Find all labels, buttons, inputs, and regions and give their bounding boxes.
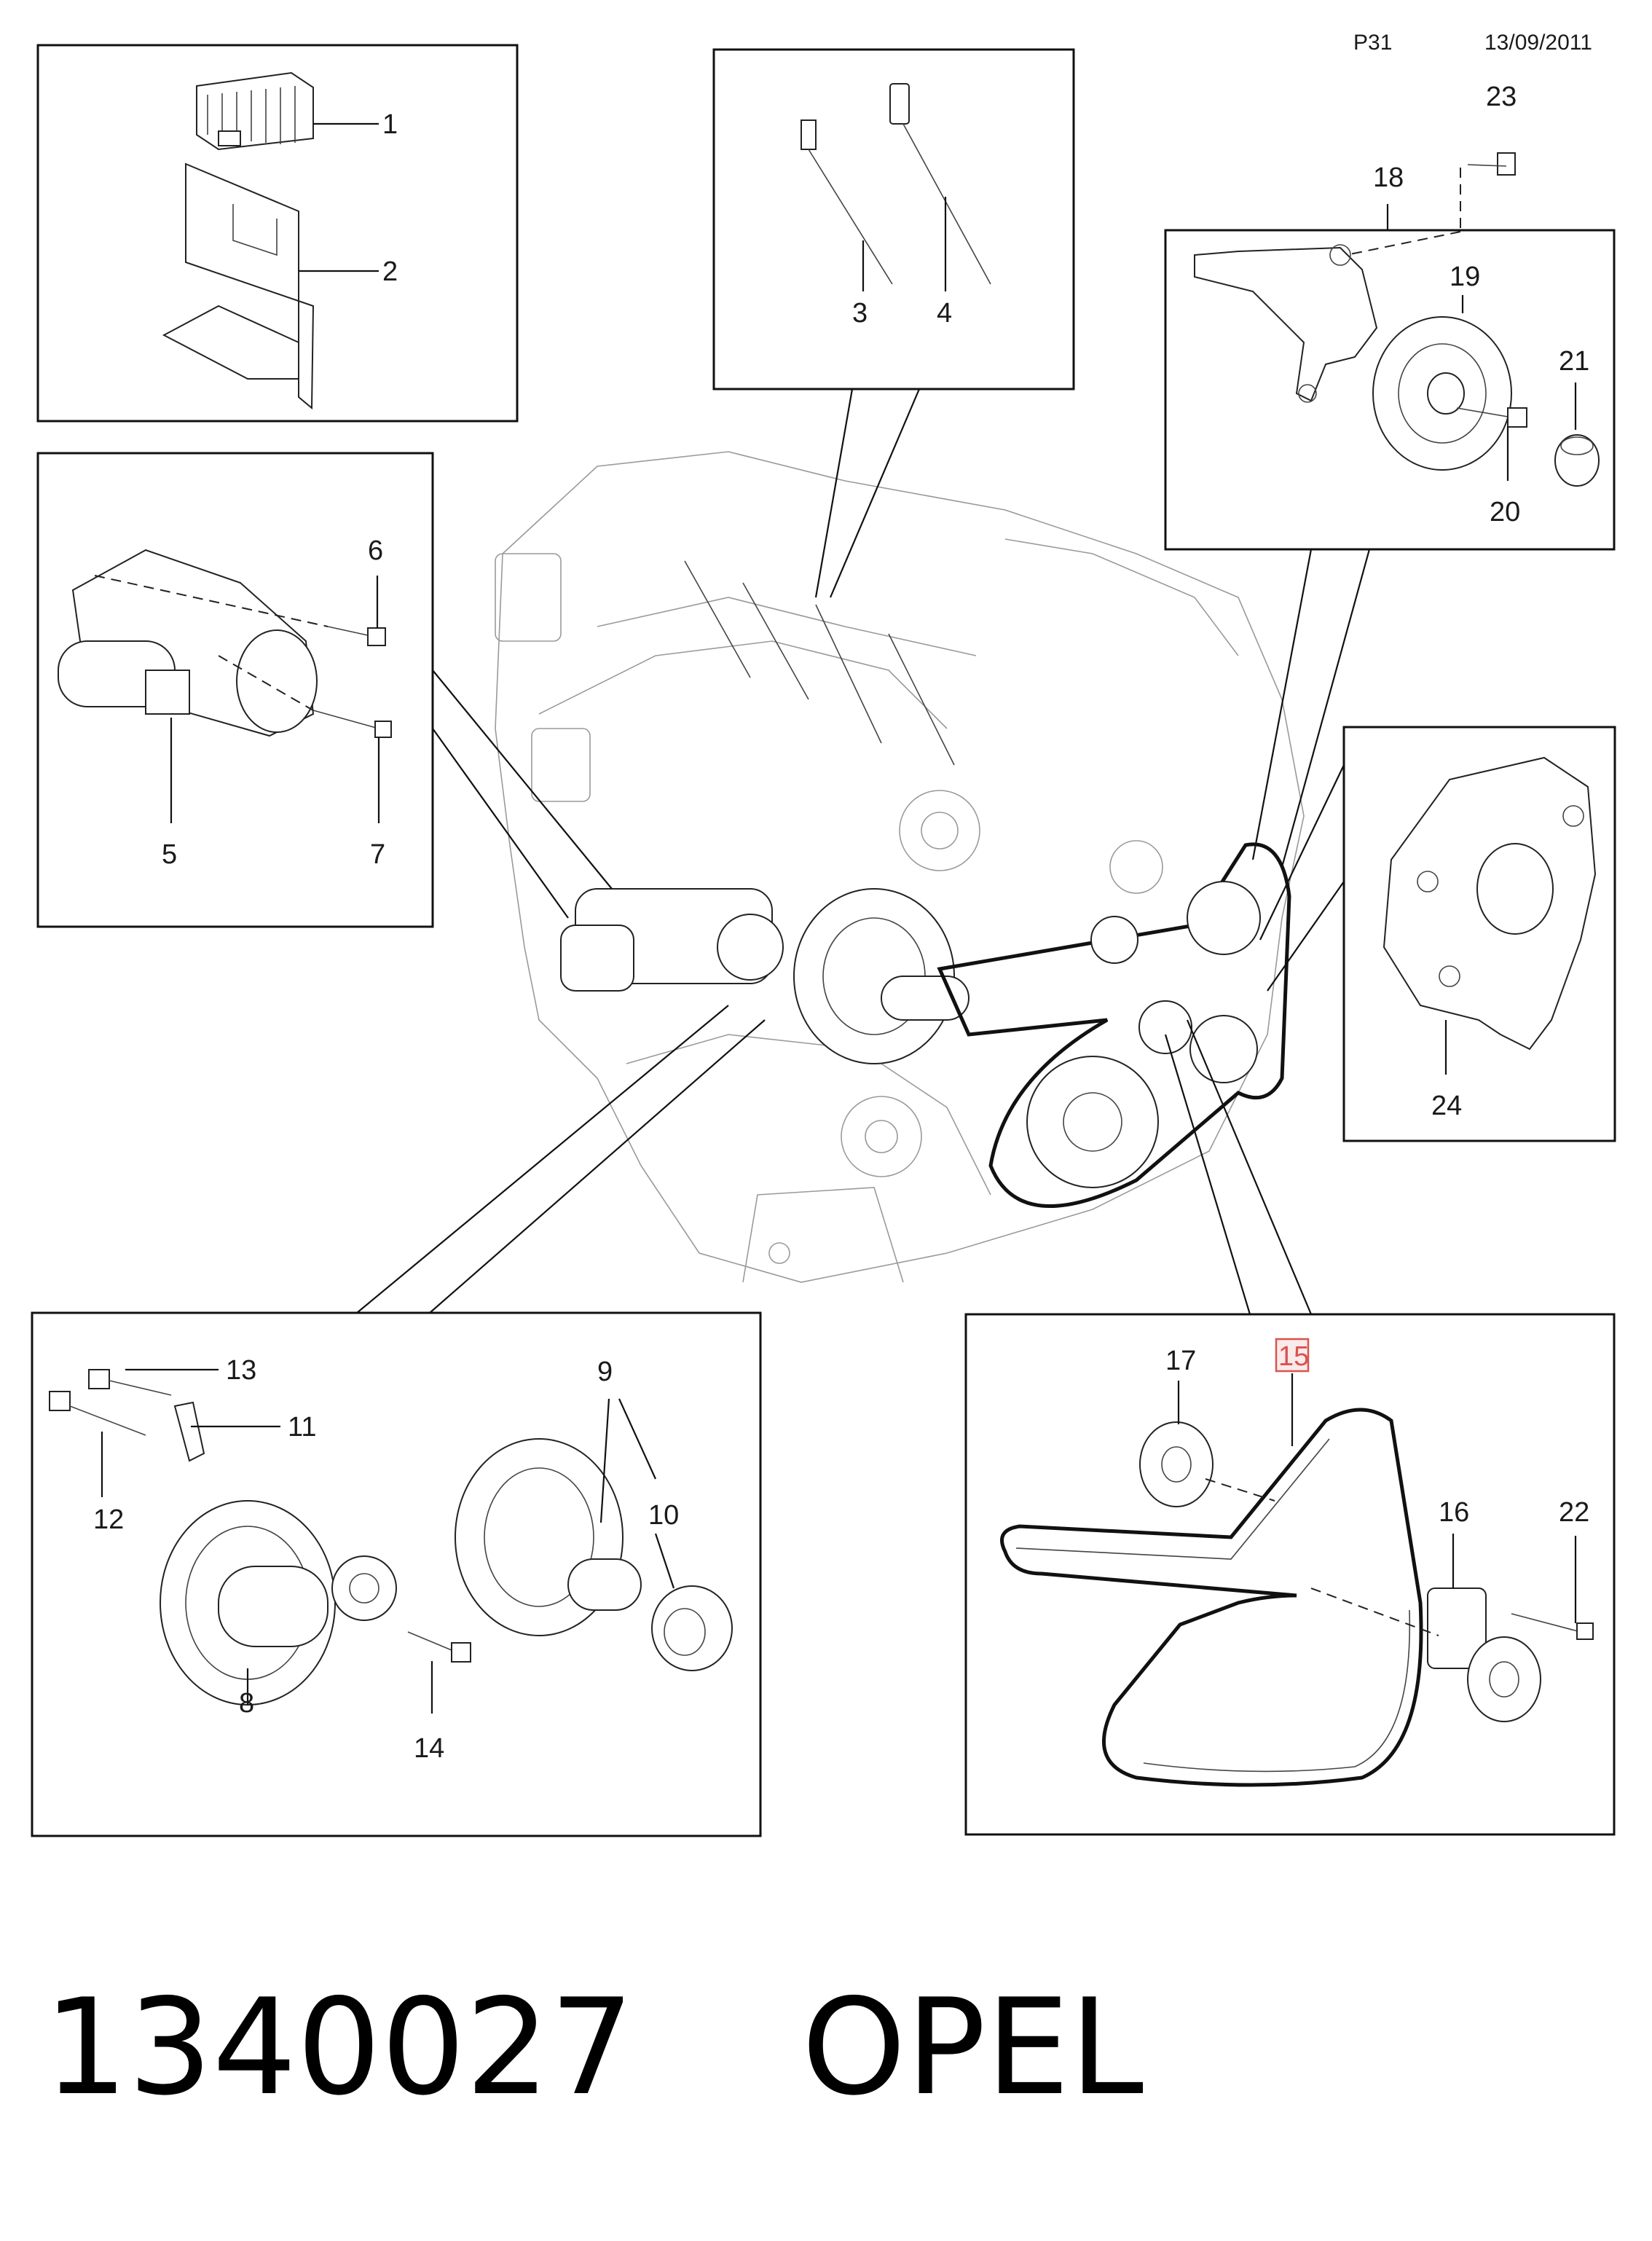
callout-5: 5 — [162, 839, 177, 870]
bolt-22 — [1511, 1613, 1594, 1640]
glow-plug-3 — [801, 119, 893, 285]
idler-pulley-17 — [1139, 1421, 1214, 1507]
bracket-11 — [173, 1401, 205, 1462]
part-number: 1340027 — [44, 1970, 634, 2124]
bolt-20 — [1456, 407, 1527, 428]
detail-box-starter — [36, 452, 434, 928]
callout-13: 13 — [226, 1355, 256, 1386]
callout-15: 15 — [1278, 1341, 1309, 1372]
callout-11: 11 — [288, 1412, 316, 1443]
glow-plug-4 — [889, 83, 991, 285]
callout-18: 18 — [1373, 162, 1404, 193]
compressor-bracket — [1382, 756, 1597, 1051]
cap-21 — [1554, 434, 1600, 487]
starter-motor — [58, 549, 318, 737]
belt-tensioner-16 — [1427, 1587, 1541, 1722]
bolt-12 — [49, 1391, 146, 1436]
revision-date: 13/09/2011 — [1484, 31, 1592, 55]
detail-box-tensioner-bracket — [1164, 229, 1616, 551]
callout-14: 14 — [414, 1733, 444, 1764]
page-code: P31 — [1353, 31, 1392, 55]
callout-23: 23 — [1486, 82, 1517, 112]
callout-12: 12 — [93, 1504, 124, 1535]
callout-10: 10 — [648, 1500, 679, 1531]
callout-7: 7 — [370, 839, 385, 870]
parts-diagram: P31 13/09/2011 — [31, 31, 1616, 1837]
engine-belt-drive — [937, 842, 1291, 1208]
callout-21: 21 — [1559, 346, 1589, 377]
brand-name: OPEL — [801, 1970, 1144, 2124]
callout-3: 3 — [852, 298, 868, 329]
callout-16: 16 — [1439, 1497, 1469, 1528]
callout-15-highlight — [1275, 1338, 1310, 1373]
detail-box-control-unit — [36, 44, 519, 423]
callout-2: 2 — [382, 256, 398, 287]
callout-17: 17 — [1165, 1346, 1196, 1376]
pulley-19 — [1372, 316, 1512, 471]
bolt-7 — [312, 710, 392, 738]
callout-4: 4 — [937, 298, 952, 329]
engine-glow-plugs — [684, 560, 955, 766]
callout-24: 24 — [1431, 1091, 1462, 1121]
alternator-assembly — [160, 1500, 397, 1706]
detail-box-alternator — [31, 1311, 762, 1837]
callout-20: 20 — [1490, 497, 1520, 527]
engine-illustration — [495, 451, 1305, 1283]
bolt-13 — [88, 1369, 172, 1396]
detail-box-belt — [964, 1313, 1616, 1836]
callout-8: 8 — [239, 1688, 254, 1719]
footer: 1340027 OPEL — [44, 1974, 1610, 2120]
callout-9: 9 — [597, 1357, 613, 1387]
detail-box-compressor-bracket — [1342, 726, 1616, 1142]
callout-22: 22 — [1559, 1497, 1589, 1528]
engine-alternator — [793, 888, 969, 1064]
alternator-exploded — [455, 1438, 642, 1636]
bolt-23 — [1467, 152, 1516, 176]
bolt-6 — [327, 626, 386, 646]
callout-19: 19 — [1450, 262, 1480, 292]
engine-starter — [560, 888, 784, 992]
callout-6: 6 — [368, 535, 383, 566]
detail-box-glow-plugs — [712, 48, 1075, 390]
pulley-10 — [651, 1585, 733, 1671]
bolt-14 — [407, 1631, 471, 1663]
control-unit — [196, 71, 314, 151]
ribbed-belt-15 — [1000, 1408, 1423, 1787]
callout-1: 1 — [382, 109, 398, 140]
tensioner-bracket — [1194, 244, 1378, 403]
control-unit-bracket — [162, 162, 315, 410]
